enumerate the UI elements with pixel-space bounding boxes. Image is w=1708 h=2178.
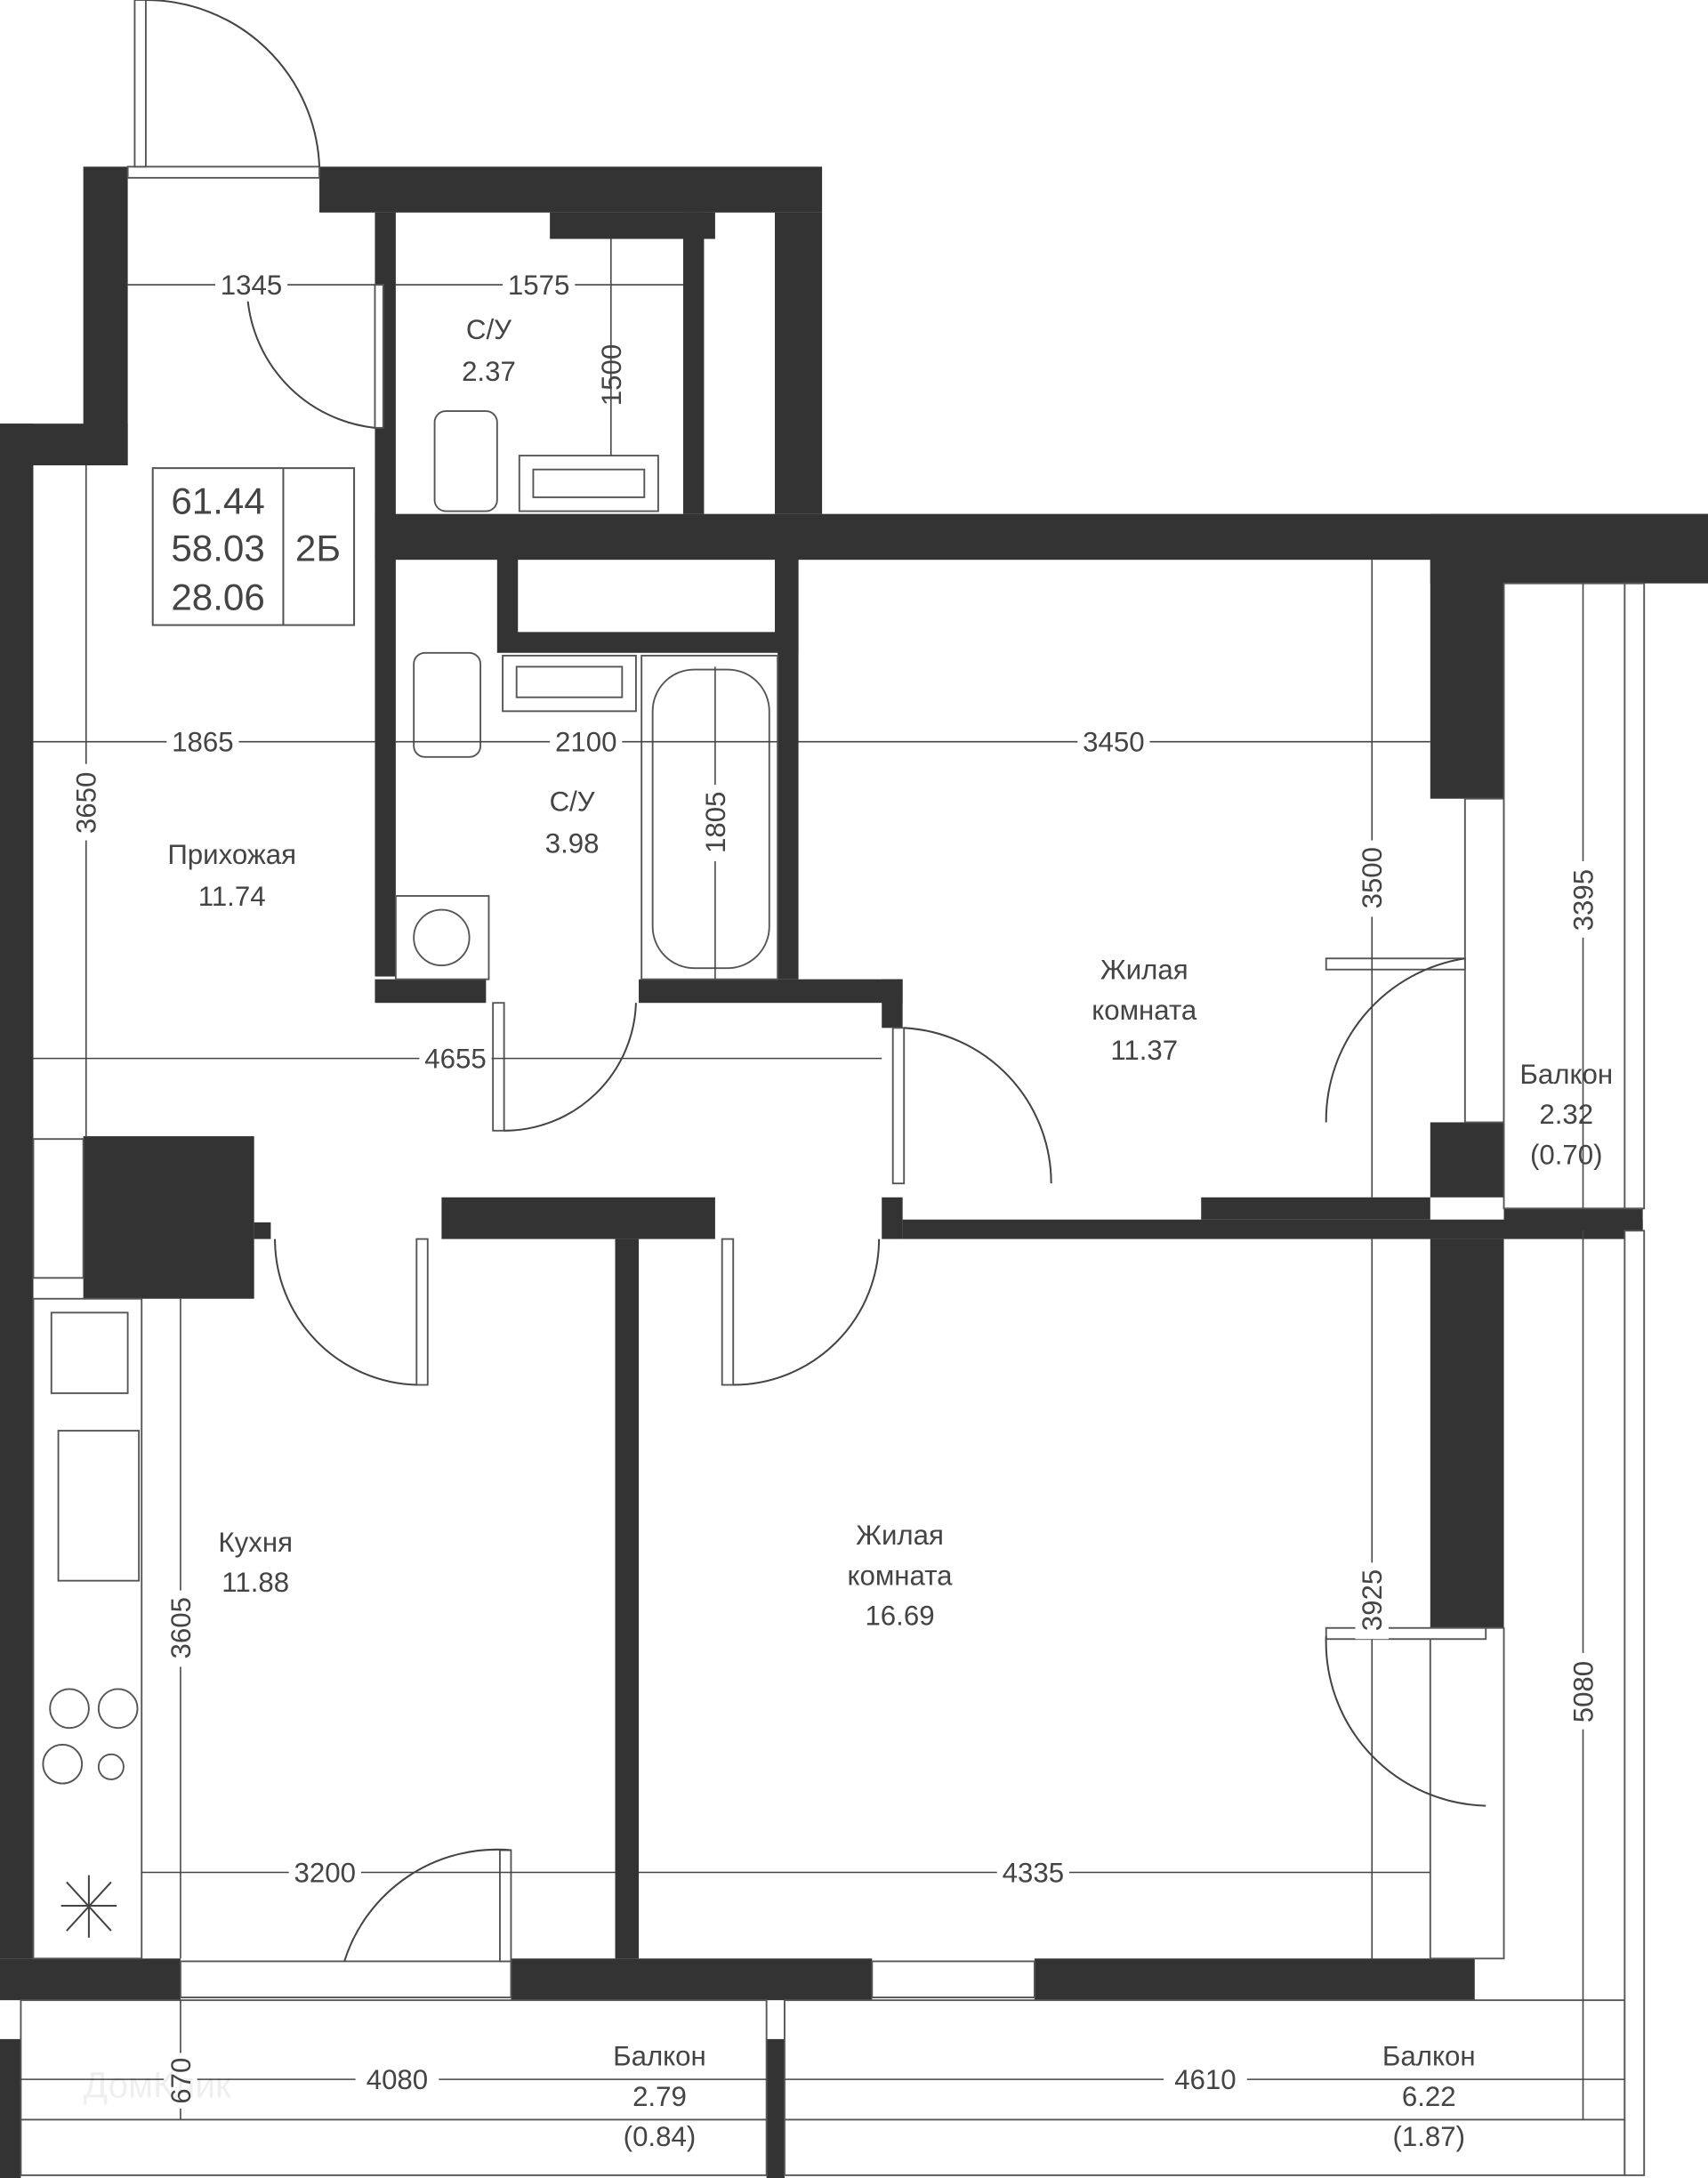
toilet-icon [433,410,498,512]
watermark-logo: ДомКлик [84,2064,231,2105]
room2-name2: комната [847,1560,953,1591]
dim-3200: 3200 [294,1857,356,1888]
dim-5080: 5080 [1567,1661,1599,1722]
wc2-name: С/У [550,786,595,818]
living-area: 28.06 [171,576,264,617]
dim-3605: 3605 [165,1597,197,1658]
room2-area: 16.69 [865,1601,934,1632]
kitchen-sink-icon [57,1430,141,1582]
boiler-icon [60,1875,117,1938]
dim-3450: 3450 [1083,727,1144,758]
dimension-labels: 1345 1575 1500 1865 2100 3450 3650 1805 … [69,268,1600,2109]
dim-4610: 4610 [1174,2064,1236,2095]
dim-1575: 1575 [508,270,569,301]
dim-3500: 3500 [1357,847,1388,908]
kitchen-counter [32,1297,143,1960]
balcony-bl-reduced: (0.84) [624,2121,697,2152]
dim-4080: 4080 [367,2064,428,2095]
windows-doors-lines [20,0,1646,2176]
hall-name: Прихожая [167,839,296,870]
stove-icon [49,1688,90,1730]
kitchen-name: Кухня [218,1527,293,1558]
walls [0,166,1708,2178]
total-area: 61.44 [171,480,264,522]
room1-area: 11.37 [1110,1035,1178,1066]
room1-name2: комната [1092,995,1197,1026]
balcony-br-name: Балкон [1382,2041,1476,2072]
balcony-right-area: 2.32 [1539,1099,1593,1130]
balcony-br-area: 6.22 [1402,2081,1456,2112]
room2-name: Жилая [856,1520,944,1551]
room-labels: С/У 2.37 С/У 3.98 Прихожая 11.74 Жилая к… [167,314,1613,2152]
fridge-icon [50,1311,129,1394]
dim-3650: 3650 [71,772,102,834]
summary-box: 61.44 58.03 28.06 2Б [151,467,356,626]
dim-3925: 3925 [1357,1569,1388,1631]
dim-670: 670 [165,2058,197,2104]
dim-4335: 4335 [1003,1857,1064,1888]
balcony-right-name: Балкон [1519,1059,1613,1090]
toilet-icon [413,651,482,758]
wc2-area: 3.98 [545,828,600,859]
dim-1345: 1345 [221,270,282,301]
kitchen-area: 11.88 [222,1567,289,1598]
room1-name: Жилая [1100,955,1188,986]
dim-1865: 1865 [172,727,233,758]
dim-2100: 2100 [555,727,616,758]
wc1-area: 2.37 [462,356,516,387]
balcony-br-reduced: (1.87) [1392,2121,1465,2152]
apartment-type: 2Б [295,528,341,569]
fixtures [32,410,779,1960]
balcony-right-reduced: (0.70) [1530,1139,1603,1170]
dim-3395: 3395 [1567,869,1599,931]
balcony-bl-area: 2.79 [632,2081,687,2112]
dim-1805: 1805 [700,792,731,853]
dim-1500: 1500 [596,344,627,406]
balcony-bl-name: Балкон [613,2041,706,2072]
hall-area: 11.74 [198,881,266,912]
area-without-balcony: 58.03 [171,528,264,569]
wc1-name: С/У [466,314,512,345]
dim-4655: 4655 [424,1044,486,1075]
